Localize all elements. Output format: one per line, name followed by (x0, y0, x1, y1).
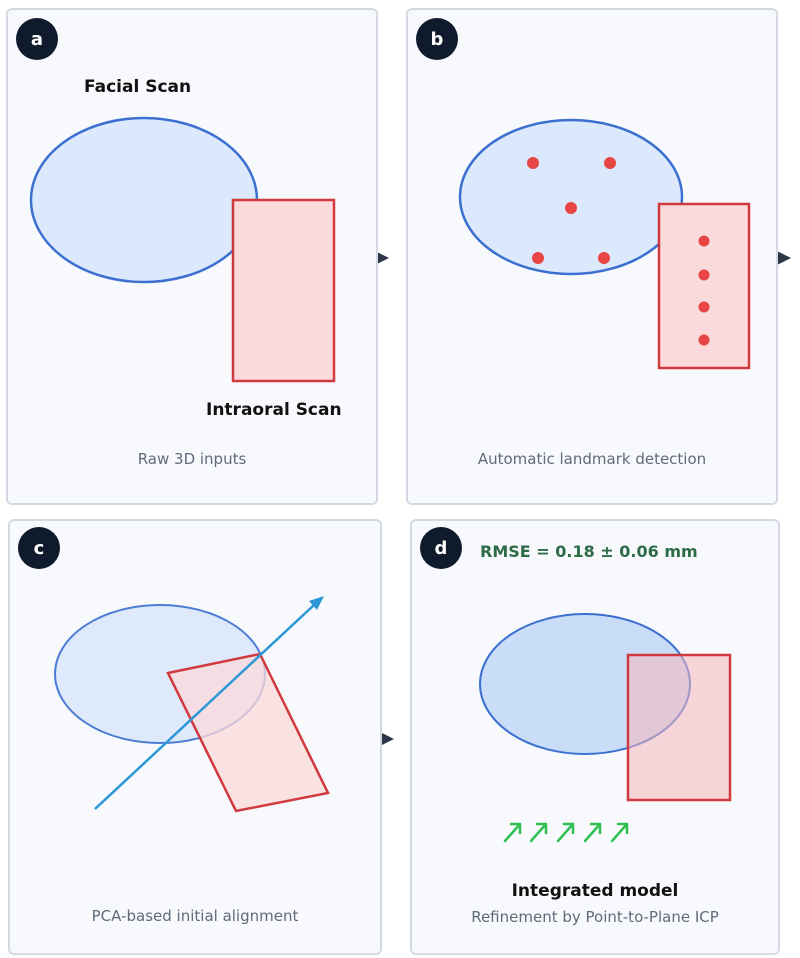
facial-scan-label: Facial Scan (84, 77, 192, 97)
panel-d-caption: Refinement by Point-to-Plane ICP (471, 908, 719, 926)
panel-badge-d: d (420, 527, 462, 569)
pca-axis-line (94, 604, 315, 810)
flow-arrow-c-d (380, 732, 394, 746)
flow-arrow-a-b (375, 251, 389, 265)
landmark-dot (698, 235, 710, 247)
landmark-dot (698, 269, 710, 281)
panel-b: b Automatic landmark detection (406, 8, 778, 505)
landmark-dot (698, 301, 710, 313)
landmark-dot (698, 334, 710, 346)
icp-arrow-icon (610, 822, 629, 843)
panel-a: a Facial Scan Intraoral Scan Raw 3D inpu… (6, 8, 378, 505)
landmark-dot (598, 252, 610, 264)
pca-alignment-figure (54, 596, 330, 813)
raw-inputs-figure (29, 116, 336, 383)
icp-arrow-icon (503, 822, 522, 843)
integrated-model-figure (479, 613, 732, 843)
panel-c: c PCA-based initial alignment (8, 519, 382, 955)
panel-c-caption: PCA-based initial alignment (91, 907, 299, 925)
icp-arrow-icon (529, 822, 548, 843)
facial-scan-shape (458, 118, 684, 276)
icp-arrow-icon (556, 822, 575, 843)
rmse-label: RMSE = 0.18 ± 0.06 mm (480, 542, 698, 561)
facial-scan-shape (29, 116, 259, 284)
icp-arrow-icon (583, 822, 602, 843)
panel-d: d RMSE = 0.18 ± 0.06 mm Integrated model… (410, 519, 780, 955)
landmark-dot (604, 157, 616, 169)
icp-arrows (503, 822, 629, 843)
integrated-model-title: Integrated model (511, 881, 679, 901)
landmark-dot (532, 252, 544, 264)
intraoral-scan-shape (166, 652, 330, 813)
flow-arrow-b-next (777, 251, 791, 265)
panel-b-caption: Automatic landmark detection (477, 450, 707, 468)
landmark-dot (527, 157, 539, 169)
intraoral-scan-shape (231, 198, 336, 383)
panel-a-caption: Raw 3D inputs (137, 450, 247, 468)
panel-badge-b: b (416, 18, 458, 60)
landmark-dot (565, 202, 577, 214)
panel-badge-a: a (16, 18, 58, 60)
pca-axis-arrow-icon (309, 596, 324, 610)
panel-badge-c: c (18, 527, 60, 569)
intraoral-scan-label: Intraoral Scan (206, 400, 342, 420)
intraoral-scan-shape (626, 653, 732, 802)
landmark-figure (458, 118, 751, 370)
